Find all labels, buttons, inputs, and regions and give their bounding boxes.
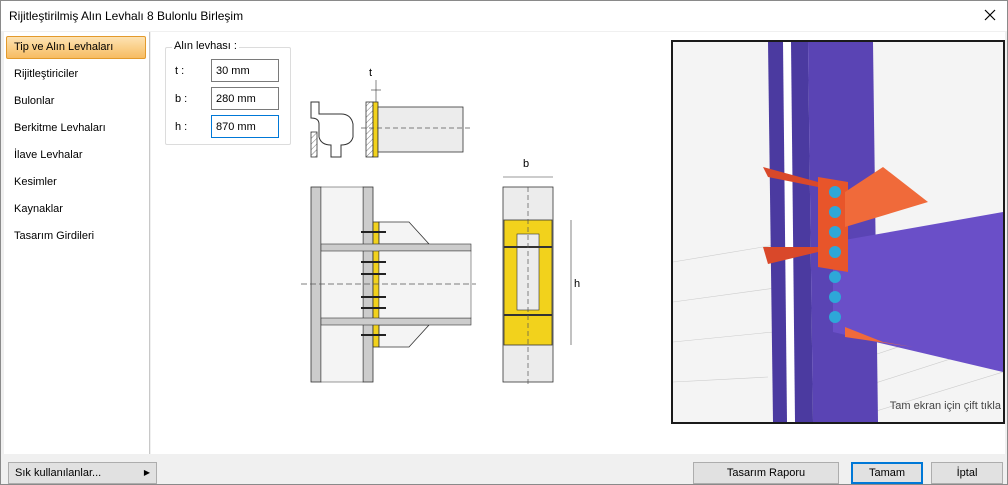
plate-group-title: Alın levhası :: [172, 40, 239, 52]
fullscreen-hint: Tam ekran için çift tıkla: [889, 400, 1001, 412]
title-bar: Rijitleştirilmiş Alın Levhalı 8 Bulonlu …: [1, 1, 1007, 31]
design-report-button[interactable]: Tasarım Raporu: [693, 462, 839, 484]
sidebar-item-ilave[interactable]: İlave Levhalar: [6, 144, 146, 167]
sidebar-item-bulonlar[interactable]: Bulonlar: [6, 90, 146, 113]
b-label: b :: [175, 93, 188, 105]
window-title: Rijitleştirilmiş Alın Levhalı 8 Bulonlu …: [9, 9, 244, 23]
plate-group: Alın levhası : t : b : h :: [165, 40, 291, 145]
favorites-button[interactable]: Sık kullanılanlar... ▶: [8, 462, 157, 484]
plate-front-view: b h: [502, 158, 580, 387]
h-label: h :: [175, 121, 188, 133]
3d-view[interactable]: Tam ekran için çift tıkla: [671, 40, 1005, 424]
sidebar-item-label: Kaynaklar: [14, 203, 63, 215]
favorites-label: Sık kullanılanlar...: [15, 467, 102, 479]
b-dimension-label: b: [523, 158, 529, 170]
sidebar-item-kesimler[interactable]: Kesimler: [6, 171, 146, 194]
b-input[interactable]: [211, 87, 279, 110]
sidebar-item-label: Rijitleştiriciler: [14, 68, 79, 80]
plan-view: t: [310, 67, 471, 158]
sidebar-item-label: Tip ve Alın Levhaları: [14, 41, 114, 53]
sidebar-item-tip-alin[interactable]: Tip ve Alın Levhaları: [6, 36, 146, 59]
chevron-right-icon: ▶: [143, 468, 150, 477]
sidebar-item-kaynaklar[interactable]: Kaynaklar: [6, 198, 146, 221]
h-input[interactable]: [211, 115, 279, 138]
t-input[interactable]: [211, 59, 279, 82]
sidebar-item-label: Bulonlar: [14, 95, 55, 107]
sidebar-item-label: İlave Levhalar: [14, 149, 83, 161]
sidebar-item-berkitme[interactable]: Berkitme Levhaları: [6, 117, 146, 140]
ok-button[interactable]: Tamam: [851, 462, 923, 484]
sidebar-item-rijitlestiriciler[interactable]: Rijitleştiriciler: [6, 63, 146, 86]
t-dimension-label: t: [369, 67, 372, 79]
close-icon[interactable]: [981, 6, 999, 24]
sidebar-item-label: Berkitme Levhaları: [14, 122, 106, 134]
elevation-view: [301, 186, 476, 383]
sidebar-item-label: Tasarım Girdileri: [14, 230, 95, 242]
h-dimension-label: h: [574, 278, 580, 290]
sidebar-item-label: Kesimler: [14, 176, 57, 188]
connection-drawing: t: [301, 67, 580, 387]
sidebar-item-tasarim-girdileri[interactable]: Tasarım Girdileri: [6, 225, 146, 248]
footer: Sık kullanılanlar... ▶ Tasarım Raporu Ta…: [4, 457, 1004, 485]
main-panel: Alın levhası : t : b : h :: [151, 32, 1005, 454]
3d-model: [673, 42, 1003, 422]
t-label: t :: [175, 65, 185, 77]
cancel-button[interactable]: İptal: [931, 462, 1003, 484]
sidebar: Tip ve Alın Levhaları Rijitleştiriciler …: [4, 32, 150, 454]
